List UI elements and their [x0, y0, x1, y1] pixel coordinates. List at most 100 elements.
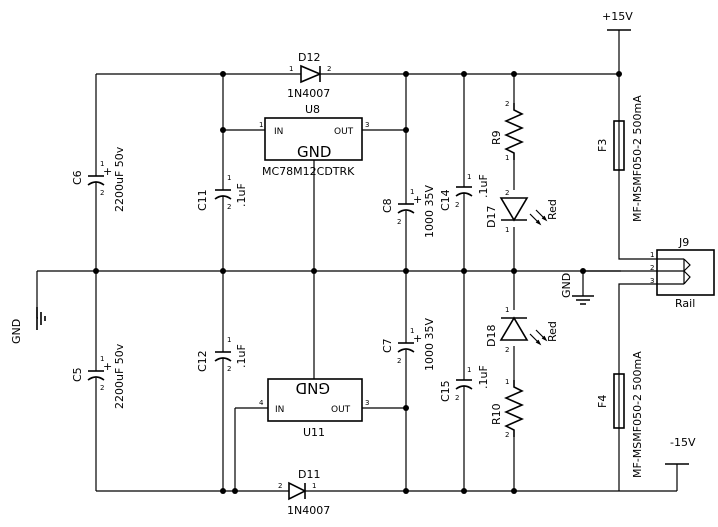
diode-d11: D11 1N4007 2 1	[278, 468, 330, 517]
resistor-r9: 2 1 R9	[490, 100, 524, 162]
neg-15v-label: -15V	[670, 436, 696, 449]
r9-pin-2: 2	[505, 100, 509, 108]
diode-d12: D12 1N4007 1 2	[287, 51, 331, 100]
junction-dots	[93, 71, 622, 494]
d18-pin-1: 1	[505, 306, 509, 314]
d17-pin-1: 1	[505, 226, 509, 234]
u8-gnd-label: GND	[297, 143, 331, 161]
svg-text:+: +	[103, 165, 112, 178]
c5-value: 2200uF 50v	[113, 343, 126, 409]
svg-text:+: +	[103, 360, 112, 373]
c5-pin-1: 1	[100, 355, 104, 363]
u11-in-label: IN	[275, 405, 284, 415]
capacitor-c6: 1 2 + C6 2200uF 50v	[71, 146, 126, 212]
c8-pin-2: 2	[397, 218, 401, 226]
r10-pin-2: 2	[505, 431, 509, 439]
d12-pin-a: 1	[289, 65, 293, 73]
u8-in-label: IN	[274, 127, 283, 137]
d17-ref: D17	[485, 206, 498, 228]
gnd-left-label: GND	[10, 319, 23, 344]
c7-pin-1: 1	[410, 327, 414, 335]
d18-pin-2: 2	[505, 346, 509, 354]
c14-value: .1uF	[477, 174, 490, 198]
c8-pin-1: 1	[410, 188, 414, 196]
c7-value: 1000 35V	[423, 318, 436, 371]
d18-ref: D18	[485, 325, 498, 347]
j9-pin-2: 2	[650, 264, 654, 272]
f3-ref: F3	[596, 139, 609, 152]
d11-value: 1N4007	[287, 504, 330, 517]
u11-ref: U11	[303, 426, 325, 439]
d17-pin-2: 2	[505, 189, 509, 197]
regulator-u8: U8 IN OUT GND MC78M12CDTRK 1 3	[259, 103, 369, 178]
u11-out-label: OUT	[331, 405, 351, 415]
capacitor-c5: 1 2 + C5 2200uF 50v	[71, 343, 126, 409]
wires	[36, 30, 678, 492]
u11-gnd-label: GND	[296, 379, 330, 397]
d17-value: Red	[546, 199, 559, 220]
j9-ref: J9	[678, 236, 689, 249]
j9-value: Rail	[675, 297, 695, 310]
gnd-mid-symbol: GND	[560, 273, 594, 305]
c5-ref: C5	[71, 367, 84, 382]
c12-ref: C12	[196, 350, 209, 372]
u8-value: MC78M12CDTRK	[262, 165, 355, 178]
d11-pin-k: 1	[312, 482, 316, 490]
capacitor-c11: 1 2 C11 .1uF	[196, 174, 248, 211]
c12-pin-2: 2	[227, 365, 231, 373]
c7-ref: C7	[381, 338, 394, 353]
d12-ref: D12	[298, 51, 320, 64]
c7-pin-2: 2	[397, 357, 401, 365]
c15-pin-1: 1	[467, 366, 471, 374]
f4-ref: F4	[596, 395, 609, 408]
fuse-f3: F3 MF-MSMF050-2 500mA	[596, 95, 644, 222]
c6-ref: C6	[71, 170, 84, 185]
d11-ref: D11	[298, 468, 320, 481]
c6-pin-1: 1	[100, 160, 104, 168]
d12-pin-k: 2	[327, 65, 331, 73]
c12-pin-1: 1	[227, 336, 231, 344]
u8-pin-in: 1	[259, 121, 263, 129]
c8-ref: C8	[381, 198, 394, 213]
c15-pin-2: 2	[455, 394, 459, 402]
c11-pin-2: 2	[227, 203, 231, 211]
capacitor-c8: 1 2 + C8 1000 35V	[381, 185, 436, 238]
c11-pin-1: 1	[227, 174, 231, 182]
j9-pin-3: 3	[650, 277, 654, 285]
r10-pin-1: 1	[505, 378, 509, 386]
svg-text:+: +	[413, 332, 422, 345]
c15-ref: C15	[439, 380, 452, 402]
j9-pin-1: 1	[650, 251, 654, 259]
d18-value: Red	[546, 321, 559, 342]
c6-value: 2200uF 50v	[113, 146, 126, 212]
c14-pin-2: 2	[455, 201, 459, 209]
led-d18: 1 2 D18 Red	[485, 306, 559, 354]
svg-text:+: +	[413, 193, 422, 206]
c11-ref: C11	[196, 189, 209, 211]
u8-out-label: OUT	[334, 127, 354, 137]
c5-pin-2: 2	[100, 384, 104, 392]
r9-pin-1: 1	[505, 154, 509, 162]
pos-15v-label: +15V	[602, 10, 633, 23]
resistor-r10: 1 2 R10	[490, 378, 524, 439]
d11-pin-a: 2	[278, 482, 282, 490]
u8-pin-out: 3	[365, 121, 369, 129]
capacitor-c14: 1 2 C14 .1uF	[439, 173, 490, 211]
u11-pin-in: 4	[259, 399, 264, 407]
capacitor-c15: 1 2 C15 .1uF	[439, 365, 490, 402]
u11-pin-out: 3	[365, 399, 369, 407]
neg-15v-supply: -15V	[665, 436, 696, 465]
c11-value: .1uF	[235, 183, 248, 207]
connector-j9: J9 Rail 1 2 3	[650, 236, 715, 310]
u8-ref: U8	[305, 103, 320, 116]
r10-ref: R10	[490, 403, 503, 425]
c14-pin-1: 1	[467, 173, 471, 181]
c15-value: .1uF	[477, 365, 490, 389]
pos-15v-supply: +15V	[602, 10, 633, 31]
c14-ref: C14	[439, 189, 452, 211]
f3-value: MF-MSMF050-2 500mA	[631, 95, 644, 222]
c12-value: .1uF	[235, 344, 248, 368]
c8-value: 1000 35V	[423, 185, 436, 238]
r9-ref: R9	[490, 130, 503, 145]
